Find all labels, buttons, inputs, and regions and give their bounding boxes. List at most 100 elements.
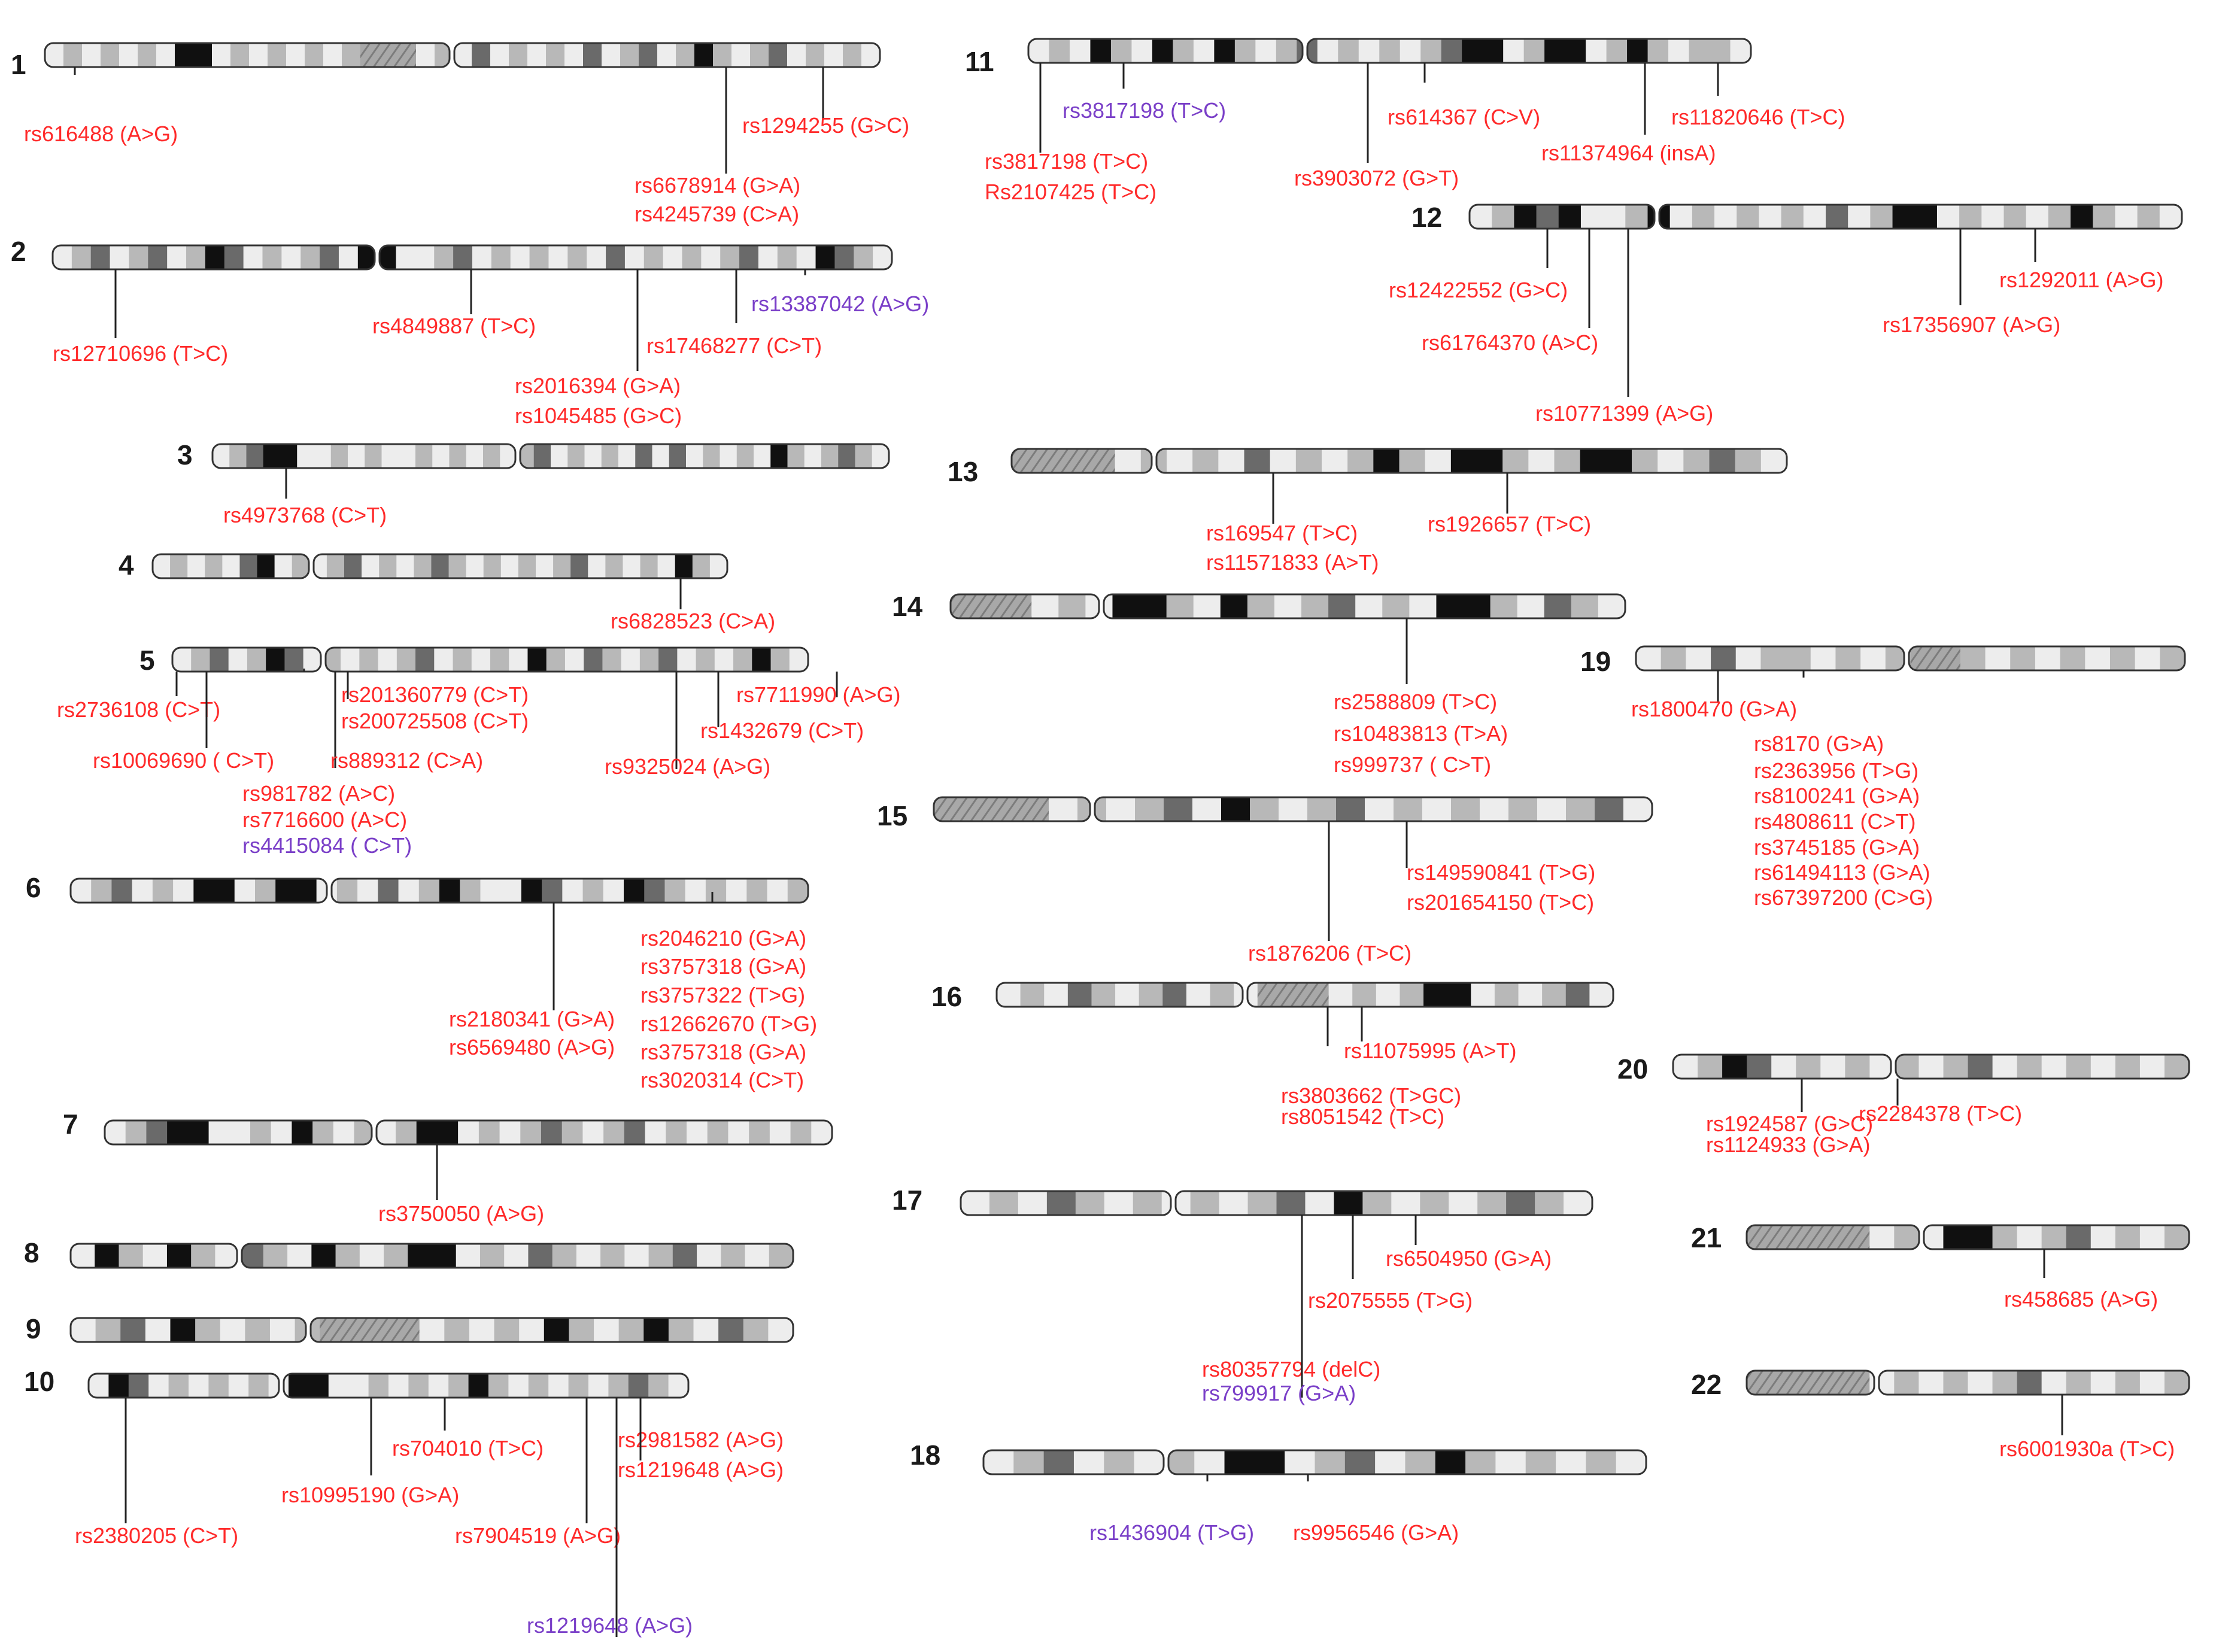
snp-marker: rs1432679 (C>T)	[700, 672, 864, 743]
chromosome-q-arm	[519, 443, 890, 469]
chromosome-q-arm	[1103, 593, 1626, 620]
snp-marker: rs149590841 (T>G)	[1405, 821, 1595, 885]
chromosome-number-label: 15	[877, 800, 907, 831]
chromosome-q-arm	[324, 646, 809, 673]
chromosome-bands	[213, 444, 889, 468]
snp-label: rs12422552 (G>C)	[1389, 278, 1568, 302]
snp-label: rs11820646 (T>C)	[1671, 105, 1845, 129]
snp-label: rs61764370 (A>C)	[1422, 330, 1598, 355]
chromosome-bands	[1470, 205, 2182, 229]
snp-label: rs11075995 (A>T)	[1344, 1038, 1517, 1063]
snp-marker: rs1926657 (T>C)	[1428, 473, 1591, 536]
snp-marker: rs12710696 (T>C)	[53, 269, 228, 366]
snp-marker: rs201654150 (T>C)	[1405, 821, 1594, 915]
chromosome-bands	[1673, 1055, 2189, 1079]
snp-marker: rs999737 ( C>T)	[1334, 618, 1491, 777]
chromosome-15: 15	[877, 796, 1653, 831]
chromosome-q-arm	[1167, 1449, 1647, 1475]
snp-label: rs11571833 (A>T)	[1206, 550, 1379, 575]
snp-marker: rs2046210 (G>A)	[640, 892, 806, 950]
snp-label: rs1926657 (T>C)	[1428, 512, 1591, 536]
chromosome-number-label: 8	[24, 1237, 40, 1268]
chromosome-p-arm	[982, 1449, 1165, 1475]
snp-marker: rs7904519 (A>G)	[455, 1398, 621, 1548]
snp-marker: rs614367 (C>V)	[1388, 63, 1540, 129]
snp-marker: rs9325024 (A>G)	[605, 672, 770, 779]
snp-label: rs80357794 (delC)	[1202, 1357, 1380, 1381]
snp-label: rs10771399 (A>G)	[1535, 401, 1713, 426]
snp-marker: rs9956546 (G>A)	[1293, 1474, 1459, 1545]
chromosome-number-label: 17	[892, 1185, 922, 1216]
chromosome-bands	[105, 1120, 832, 1144]
chromosome-7: 7	[63, 1109, 833, 1146]
snp-label: rs2588809 (T>C)	[1334, 690, 1497, 714]
chromosome-number-label: 9	[26, 1313, 41, 1344]
snp-marker: Rs2107425 (T>C)	[985, 63, 1156, 204]
chromosome-q-arm	[283, 1372, 690, 1399]
snp-marker: rs1876206 (T>C)	[1248, 821, 1411, 965]
chromosome-number-label: 7	[63, 1109, 78, 1140]
snp-label: rs12662670 (T>G)	[640, 1012, 817, 1036]
chromosome-13: 13	[948, 448, 1788, 487]
snp-label: rs17356907 (A>G)	[1883, 312, 2060, 337]
snp-marker: rs61494113 (G>A)	[1754, 670, 1930, 885]
chromosome-p-arm	[1468, 204, 1656, 230]
chromosome-bands	[71, 1244, 793, 1268]
snp-label: rs9325024 (A>G)	[605, 754, 770, 779]
snp-marker: rs201360779 (C>T)	[341, 672, 529, 707]
chromosome-number-label: 19	[1580, 646, 1611, 677]
snp-marker: rs3745185 (G>A)	[1754, 670, 1920, 860]
chromosome-number-label: 21	[1691, 1222, 1722, 1253]
snp-marker: rs7716600 (A>C)	[242, 669, 407, 832]
chromosome-q-arm	[453, 42, 881, 68]
snp-marker: rs1294255 (G>C)	[742, 67, 909, 138]
chromosome-number-label: 22	[1691, 1369, 1722, 1400]
snp-marker: rs2363956 (T>G)	[1754, 670, 1918, 783]
chromosome-8: 8	[24, 1237, 794, 1269]
snp-label: rs3020314 (C>T)	[640, 1068, 804, 1092]
snp-marker: rs12422552 (G>C)	[1389, 229, 1568, 302]
snp-label: rs2016394 (G>A)	[515, 373, 681, 398]
chromosome-bands	[1636, 646, 2185, 670]
snp-label: rs1294255 (G>C)	[742, 113, 909, 138]
snp-label: rs10995190 (G>A)	[281, 1483, 459, 1507]
snp-label: rs6569480 (A>G)	[449, 1035, 615, 1059]
chromosome-q-arm	[1094, 796, 1653, 822]
chromosome-q-arm	[1658, 204, 2183, 230]
snp-label: rs13387042 (A>G)	[751, 291, 929, 316]
chromosome-q-arm	[330, 877, 809, 904]
chromosome-10: 10	[24, 1366, 690, 1399]
snp-label: rs2981582 (A>G)	[618, 1428, 784, 1452]
chromosome-5: 5	[139, 645, 809, 676]
chromosome-bands	[53, 245, 892, 269]
snp-label: rs1432679 (C>T)	[700, 718, 864, 743]
snp-label: rs1219648 (A>G)	[527, 1613, 693, 1638]
snp-marker: rs3903072 (G>T)	[1294, 63, 1459, 190]
snp-label: rs6828523 (C>A)	[611, 609, 775, 633]
chromosome-12: 12	[1411, 202, 2183, 233]
snp-marker: rs67397200 (C>G)	[1754, 670, 1933, 910]
snp-label: rs169547 (T>C)	[1206, 521, 1358, 545]
chromosome-p-arm	[51, 244, 376, 271]
snp-label: rs3757318 (G>A)	[640, 954, 806, 979]
snp-label: rs201360779 (C>T)	[341, 682, 529, 707]
chromosome-number-label: 11	[965, 46, 994, 77]
chromosome-p-arm	[1672, 1053, 1892, 1080]
snp-marker: rs10771399 (A>G)	[1535, 229, 1713, 426]
chromosome-number-label: 20	[1617, 1053, 1648, 1085]
snp-marker: rs3757318 (G>A)	[640, 892, 806, 979]
snp-marker: rs61764370 (A>C)	[1422, 229, 1598, 355]
chromosome-q-arm	[1246, 982, 1614, 1008]
snp-label: rs1876206 (T>C)	[1248, 941, 1411, 965]
snp-marker: rs799917 (G>A)	[1202, 1215, 1356, 1405]
snp-marker: rs1436904 (T>G)	[1089, 1474, 1254, 1545]
chromosome-11: 11	[965, 38, 1752, 77]
snp-label: rs9956546 (G>A)	[1293, 1520, 1459, 1545]
snp-label: rs458685 (A>G)	[2004, 1287, 2158, 1311]
chromosome-21: 21	[1691, 1222, 2190, 1253]
chromosome-q-arm	[1908, 645, 2186, 672]
chromosome-4: 4	[119, 549, 728, 581]
chromosome-bands	[997, 983, 1613, 1007]
chromosome-q-arm	[1174, 1190, 1593, 1216]
snp-marker: rs1124933 (G>A)	[1706, 1079, 1870, 1157]
